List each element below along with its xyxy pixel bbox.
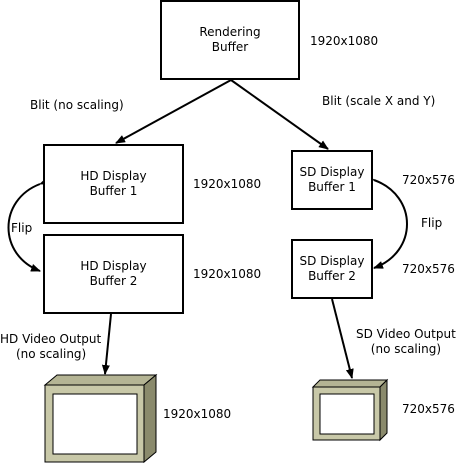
rendering-buffer-resolution: 1920x1080 xyxy=(310,34,379,48)
sd-monitor-top xyxy=(311,379,389,388)
blit-sd-label: Blit (scale X and Y) xyxy=(322,94,436,108)
hd-monitor-side xyxy=(143,373,157,464)
flip-hd-label: Flip xyxy=(11,221,33,235)
sd-monitor-resolution: 720x576 xyxy=(402,402,455,416)
sd-display-buffer-1-box: SD Display Buffer 1 xyxy=(291,150,373,210)
rendering-buffer-label-line1: Rendering xyxy=(199,25,261,39)
blit-hd-arrow xyxy=(115,79,232,144)
sd-monitor-side xyxy=(379,378,388,442)
hd-buffer-2-label-line1: HD Display xyxy=(80,259,147,273)
sd-display-buffer-2-box: SD Display Buffer 2 xyxy=(291,239,373,299)
sd-video-output-line1: SD Video Output xyxy=(356,327,456,341)
hd-buffer-1-label-line2: Buffer 1 xyxy=(89,184,138,198)
hd-buffer-2-resolution: 1920x1080 xyxy=(193,267,262,281)
hd-monitor-icon xyxy=(43,373,158,464)
hd-monitor-screen xyxy=(52,393,138,455)
sd-buffer-2-resolution: 720x576 xyxy=(402,262,455,276)
hd-buffer-1-resolution: 1920x1080 xyxy=(193,177,262,191)
blit-hd-label: Blit (no scaling) xyxy=(30,98,124,112)
flip-sd-label: Flip xyxy=(421,216,443,230)
hd-monitor-resolution: 1920x1080 xyxy=(163,407,232,421)
hd-display-buffer-1-box: HD Display Buffer 1 xyxy=(43,144,184,224)
hd-video-output-label: HD Video Output (no scaling) xyxy=(0,332,101,362)
hd-buffer-1-label-line1: HD Display xyxy=(80,169,147,183)
sd-output-arrow xyxy=(331,298,354,379)
hd-buffer-2-label-line2: Buffer 2 xyxy=(89,274,138,288)
hd-video-output-line1: HD Video Output xyxy=(0,332,102,346)
sd-buffer-1-label-line1: SD Display xyxy=(299,165,365,179)
flip-sd-arrow xyxy=(364,173,408,269)
sd-buffer-2-label-line2: Buffer 2 xyxy=(308,269,356,283)
sd-video-output-label: SD Video Output (no scaling) xyxy=(356,327,456,357)
rendering-buffer-label-line2: Buffer xyxy=(211,40,249,54)
sd-buffer-1-label-line2: Buffer 1 xyxy=(308,180,356,194)
sd-buffer-2-label-line1: SD Display xyxy=(299,254,365,268)
hd-display-buffer-2-box: HD Display Buffer 2 xyxy=(43,234,184,314)
hd-output-arrow xyxy=(101,313,112,375)
sd-monitor-screen xyxy=(319,393,375,435)
sd-video-output-line2: (no scaling) xyxy=(370,342,441,356)
hd-video-output-line2: (no scaling) xyxy=(16,347,87,361)
rendering-buffer-box: Rendering Buffer xyxy=(160,0,300,80)
flip-hd-arrow xyxy=(7,177,50,272)
sd-monitor-icon xyxy=(311,378,389,442)
blit-sd-arrow xyxy=(230,79,329,150)
sd-buffer-1-resolution: 720x576 xyxy=(402,173,455,187)
hd-monitor-top xyxy=(43,374,158,386)
